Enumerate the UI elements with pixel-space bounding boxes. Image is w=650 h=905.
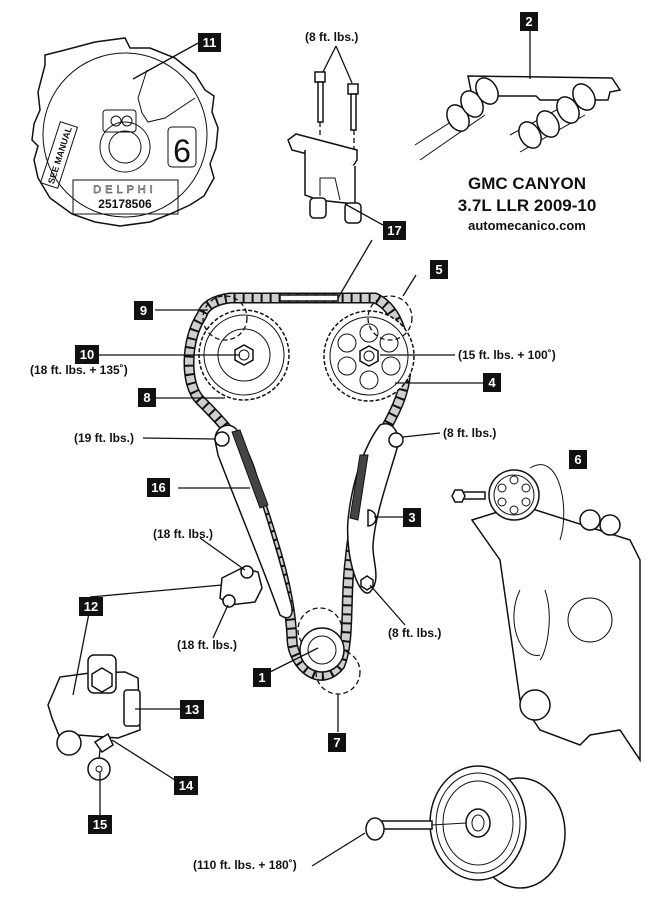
callout-5: 5 <box>430 260 448 279</box>
title-engine: 3.7L LLR 2009-10 <box>457 196 597 215</box>
engine-block <box>451 464 641 763</box>
torque-guide-upper-left: (19 ft. lbs.) <box>74 431 135 445</box>
torque-intake-cam-bolt: (18 ft. lbs. + 135˚) <box>30 363 128 377</box>
torque-exhaust-cam-bolt: (15 ft. lbs. + 100˚) <box>458 348 556 362</box>
tensioner-detail <box>47 584 223 815</box>
callout-12: 12 <box>79 597 103 616</box>
sensor-part-number: 25178506 <box>98 197 152 211</box>
callout-2: 2 <box>520 12 538 31</box>
title-model: GMC CANYON <box>467 174 587 193</box>
callout-9: 9 <box>134 301 153 320</box>
callout-3: 3 <box>403 508 421 527</box>
callout-17: 17 <box>383 221 406 240</box>
camshafts <box>414 30 622 161</box>
sensor-brand-text: DELPHI <box>93 184 157 196</box>
timing-chain-assembly <box>183 239 415 695</box>
sensor-digit: 6 <box>173 133 191 169</box>
cam-sensor-target-wheel: SEE MANUAL DELPHI 25178506 6 <box>31 37 219 227</box>
title-website: automecanico.com <box>468 218 586 233</box>
callout-10: 10 <box>75 345 99 364</box>
actuator-bracket <box>287 45 384 226</box>
torque-guide-lower-right: (8 ft. lbs.) <box>388 626 442 640</box>
callout-8: 8 <box>138 388 156 407</box>
callout-6: 6 <box>569 450 587 469</box>
torque-tensioner-upper: (18 ft. lbs.) <box>153 527 214 541</box>
callout-14: 14 <box>174 776 198 795</box>
crank-pulley <box>311 765 566 889</box>
callout-7: 7 <box>328 733 346 752</box>
leader-lines <box>98 274 483 732</box>
torque-tensioner-lower: (18 ft. lbs.) <box>177 638 238 652</box>
callout-13: 13 <box>180 700 204 719</box>
torque-crank-bolt: (110 ft. lbs. + 180˚) <box>193 858 297 872</box>
torque-guide-upper-right: (8 ft. lbs.) <box>443 426 497 440</box>
callout-4: 4 <box>483 373 501 392</box>
torque-actuator-bolts: (8 ft. lbs.) <box>305 30 359 44</box>
callout-16: 16 <box>147 478 170 497</box>
callout-1: 1 <box>253 668 271 687</box>
callout-11: 11 <box>198 33 221 52</box>
callout-15: 15 <box>88 815 112 834</box>
